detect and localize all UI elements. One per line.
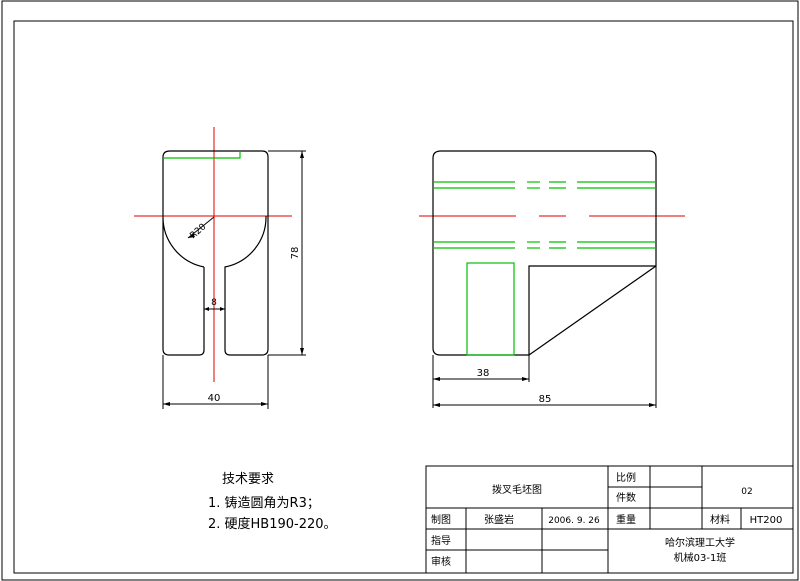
dim38-arrow-right	[522, 377, 529, 381]
width-arrow-right	[261, 402, 268, 406]
height-arrow-top	[300, 151, 304, 158]
count-label: 件数	[616, 491, 636, 504]
slot-dim-arrow-left	[204, 307, 209, 311]
review-label: 审核	[431, 555, 451, 568]
left-view: R20 8 78 40	[134, 127, 306, 409]
radius-arrow	[188, 233, 195, 238]
dim85-arrow-left	[433, 403, 440, 407]
drawn-by: 张盛岩	[484, 513, 514, 526]
height-arrow-bottom	[300, 348, 304, 355]
tech-requirement-1: 1. 铸造圆角为R3；	[208, 496, 320, 511]
dim85-arrow-right	[649, 403, 656, 407]
left-view-outline	[162, 150, 269, 356]
green-lines-bottom	[433, 241, 656, 249]
dim85-label: 85	[539, 394, 552, 405]
green-slot-rect	[466, 262, 515, 356]
slot-width-label: 8	[211, 298, 217, 308]
width-arrow-left	[163, 402, 170, 406]
green-lines-top	[433, 181, 656, 189]
radius-label: R20	[188, 222, 208, 241]
right-view-chamfer	[528, 265, 657, 356]
drawn-label: 制图	[431, 513, 451, 526]
drawing-number: 02	[741, 487, 752, 497]
right-view: 38 85	[419, 150, 685, 408]
right-view-outline	[432, 150, 657, 356]
tech-requirement-2: 2. 硬度HB190-220。	[208, 517, 337, 532]
sheet-inner-border	[13, 20, 794, 574]
title-block	[425, 465, 794, 574]
dim38-arrow-left	[433, 377, 440, 381]
width-label: 40	[208, 393, 221, 404]
tech-requirements-title: 技术要求	[222, 472, 275, 487]
school-name: 哈尔滨理工大学	[665, 536, 735, 549]
left-view-green-mark	[164, 151, 241, 159]
part-name: 拨叉毛坯图	[492, 483, 542, 496]
drawn-date: 2006. 9. 26	[548, 516, 600, 526]
dim38-label: 38	[477, 368, 490, 379]
material-label: 材料	[710, 513, 730, 526]
guide-label: 指导	[431, 534, 451, 547]
material-value: HT200	[750, 515, 783, 526]
class-name: 机械03-1班	[674, 551, 727, 564]
weight-label: 重量	[616, 513, 636, 526]
height-label: 78	[290, 247, 301, 260]
slot-dim-arrow-right	[220, 307, 225, 311]
ratio-label: 比例	[616, 471, 636, 484]
